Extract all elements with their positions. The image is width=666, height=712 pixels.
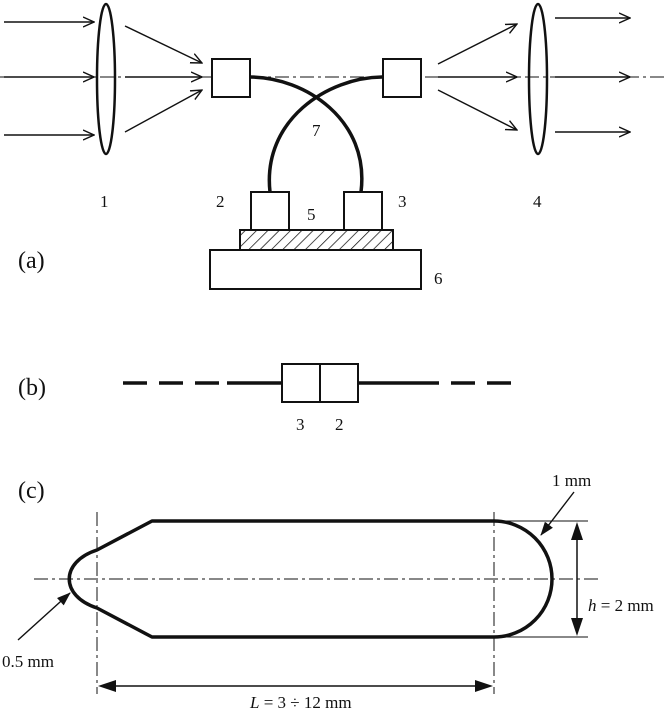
holder-2	[250, 191, 290, 231]
converging-ray-top	[124, 25, 202, 63]
holder-3	[343, 191, 383, 231]
lens-4	[527, 2, 549, 156]
converging-ray-bottom	[124, 90, 202, 133]
radius-1mm-label: 1 mm	[552, 471, 591, 490]
label-6: 6	[434, 269, 443, 288]
input-end-box	[211, 58, 251, 98]
diverging-ray-top	[437, 24, 517, 65]
label-1: 1	[100, 192, 109, 211]
height-arrow-bottom	[571, 618, 583, 636]
length-label: L = 3 ÷ 12 mm	[249, 693, 352, 712]
crystal-outline	[67, 519, 554, 639]
height-arrow-top	[571, 522, 583, 540]
label-7: 7	[312, 121, 321, 140]
panel-label-a: (a)	[18, 248, 45, 274]
height-value: = 2 mm	[597, 596, 654, 615]
radius-05mm-label: 0.5 mm	[2, 652, 54, 671]
output-end-box	[382, 58, 422, 98]
radius-1mm-leader	[540, 491, 575, 536]
panel-b	[123, 363, 521, 403]
label-4: 4	[533, 192, 542, 211]
fiber-from-input	[249, 75, 364, 193]
label-3: 3	[398, 192, 407, 211]
lens-1	[95, 2, 117, 156]
height-symbol: h	[588, 596, 597, 615]
height-label: h = 2 mm	[588, 596, 654, 615]
length-symbol: L	[249, 693, 259, 712]
length-value: = 3 ÷ 12 mm	[259, 693, 351, 712]
base-block	[209, 249, 422, 290]
panel-c	[17, 491, 600, 694]
label-5: 5	[307, 205, 316, 224]
length-arrow-left	[98, 680, 116, 692]
hatched-plate	[239, 229, 394, 251]
diverging-ray-bottom	[437, 89, 517, 130]
length-arrow-right	[475, 680, 493, 692]
radius-05mm-leader	[17, 592, 71, 641]
label-b-2: 2	[335, 415, 344, 434]
panel-label-b: (b)	[18, 375, 46, 401]
label-b-3: 3	[296, 415, 305, 434]
label-2: 2	[216, 192, 225, 211]
fiber-from-output	[267, 75, 384, 193]
panel-a	[0, 2, 666, 290]
panel-label-c: (c)	[18, 478, 45, 504]
